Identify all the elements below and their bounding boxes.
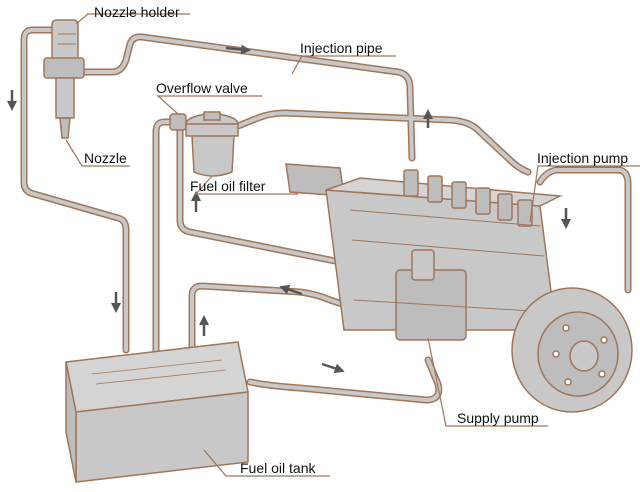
leader-overflow-valve: [156, 95, 262, 115]
injection-pump: [285, 163, 633, 413]
leader-injection-pump: [529, 165, 640, 223]
flow-arrow: [225, 44, 251, 55]
fuel-oil-tank: [65, 341, 249, 483]
label-nozzle: Nozzle: [84, 150, 127, 166]
label-injection-pump: Injection pump: [537, 150, 628, 166]
flow-arrow: [279, 284, 303, 296]
label-injection-pipe: Injection pipe: [300, 40, 383, 56]
leader-fuel-oil-tank: [203, 449, 330, 477]
fuel-oil-filter: [169, 111, 239, 177]
pipes: [20, 26, 632, 404]
leader-injection-pipe: [291, 55, 396, 75]
nozzle-holder-assembly: [43, 19, 85, 139]
leader-fuel-oil-filter: [194, 175, 298, 195]
flow-arrow: [321, 362, 345, 374]
leader-nozzle-holder: [75, 13, 190, 25]
leader-lines: [65, 13, 640, 477]
leader-supply-pump: [427, 337, 548, 427]
label-fuel-oil-filter: Fuel oil filter: [190, 178, 266, 194]
pump-overflow-pipe: [536, 166, 632, 294]
flow-arrows: [7, 44, 571, 374]
leader-nozzle: [65, 139, 130, 167]
overflow-return-pipe: [152, 118, 182, 376]
labels: Nozzle holder Injection pipe Overflow va…: [84, 4, 628, 476]
overflow-valve-fitting: [169, 113, 187, 131]
label-nozzle-holder: Nozzle holder: [94, 4, 180, 20]
label-overflow-valve: Overflow valve: [156, 80, 248, 96]
label-supply-pump: Supply pump: [457, 410, 539, 426]
nozzle-tip: [59, 117, 71, 139]
label-fuel-oil-tank: Fuel oil tank: [240, 460, 316, 476]
filter-to-pump-pipe: [234, 109, 532, 176]
